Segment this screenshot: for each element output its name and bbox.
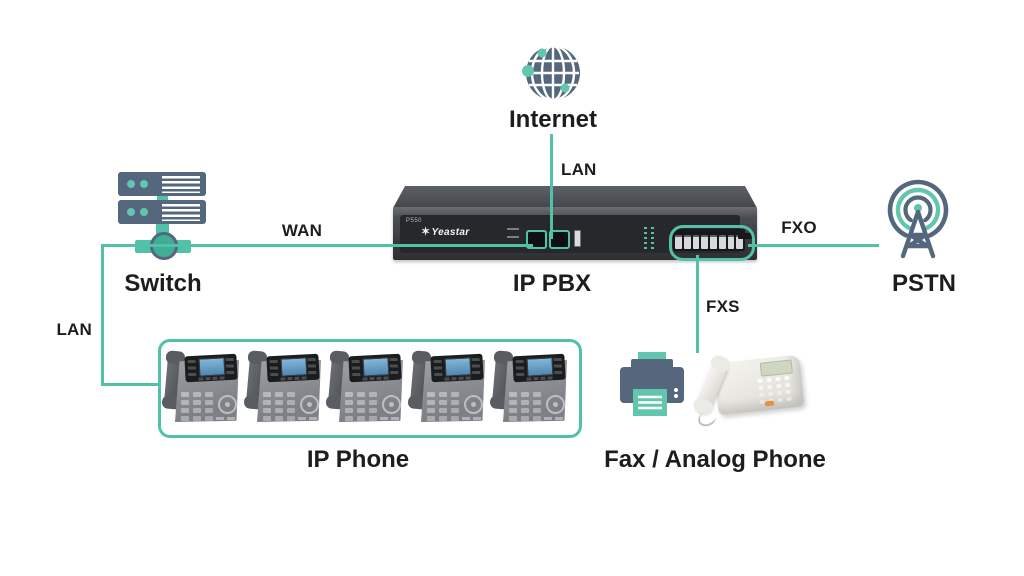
phone-keypad: [263, 392, 271, 397]
phone-nav-wheel: [218, 395, 237, 414]
phone-bottom-keys: [544, 417, 565, 420]
fxs-fxo-port-block: [673, 229, 745, 251]
link-label-lan-top: LAN: [561, 160, 597, 179]
yeastar-logo-star: ✶: [421, 226, 431, 238]
phone-nav-wheel: [382, 395, 401, 414]
ip-phone-icon: [162, 347, 244, 427]
rj11-port: [710, 235, 717, 249]
phone-screen: [362, 357, 390, 377]
phone-keypad: [509, 392, 517, 397]
ip-phone-icon: [408, 347, 490, 427]
phone-bottom-keys: [462, 417, 483, 420]
antenna-tower-icon: [876, 176, 960, 267]
phone-nav-wheel: [464, 395, 483, 414]
pstn-label: PSTN: [891, 270, 956, 297]
phone-softkeys: [362, 376, 391, 381]
phone-screen: [198, 357, 226, 377]
rj11-port: [701, 235, 708, 249]
analog-phone-display: [759, 359, 793, 377]
link-line-fxs: [696, 255, 699, 353]
phone-display-panel: [266, 353, 320, 383]
pbx-top-face: [393, 186, 757, 208]
pbx-label: IP PBX: [512, 270, 592, 297]
phone-display-panel: [512, 353, 566, 383]
phone-screen: [444, 357, 472, 377]
rj11-port: [736, 235, 743, 249]
led-dot: [127, 180, 135, 188]
led-column: [651, 227, 654, 250]
phone-bottom-keys: [298, 417, 319, 420]
link-label-fxo: FXO: [781, 218, 817, 237]
analog-phone-keypad: [757, 378, 763, 384]
link-line-lan-internet: [550, 134, 553, 239]
fax-icon: [616, 352, 688, 433]
led-dot: [127, 208, 135, 216]
rj11-port: [675, 235, 682, 249]
led-column: [644, 227, 647, 250]
phone-display-panel: [430, 353, 484, 383]
link-label-wan: WAN: [281, 221, 323, 240]
phone-nav-wheel: [546, 395, 565, 414]
rj11-port: [683, 235, 691, 249]
phone-softkeys: [198, 376, 227, 381]
ip-phone-label: IP Phone: [306, 446, 410, 473]
phone-softkeys: [444, 376, 473, 381]
fax-analog-label: Fax / Analog Phone: [604, 446, 826, 473]
port-label-marks: [507, 228, 519, 246]
ip-phone-group-box: [158, 339, 582, 438]
globe-icon-svg: [522, 44, 580, 102]
switch-connector: [157, 192, 168, 206]
ip-phone-icon: [326, 347, 408, 427]
rj11-port: [692, 235, 700, 249]
switch-label: Switch: [124, 270, 202, 297]
phone-softkeys: [280, 376, 309, 381]
pbx-cap-label: [738, 233, 752, 239]
phone-screen: [280, 357, 308, 377]
fax-icon-svg: [620, 352, 684, 416]
antenna-tower-svg: [887, 179, 949, 259]
pbx-device: P550 ✶Yeastar: [393, 186, 757, 261]
link-label-fxs: FXS: [706, 297, 740, 316]
ethernet-port-2: [549, 230, 570, 249]
phone-keypad: [427, 392, 435, 397]
ip-phone-icon: [490, 347, 572, 427]
phone-screen: [526, 357, 554, 377]
globe-icon: [520, 40, 586, 111]
led-dot: [140, 208, 148, 216]
link-line-lan-phones-horizontal: [101, 383, 161, 386]
rj11-port: [718, 235, 726, 249]
phone-display-panel: [184, 353, 238, 383]
ip-phone-icon: [244, 347, 326, 427]
analog-phone-orange-key: [764, 400, 775, 407]
phone-softkeys: [526, 376, 555, 381]
switch-unit-bottom: [118, 200, 206, 224]
analog-phone-icon: [693, 352, 805, 429]
link-line-wan: [101, 244, 533, 247]
yeastar-logo: ✶Yeastar: [421, 225, 469, 238]
vent-lines: [162, 204, 200, 221]
link-label-lan-left: LAN: [56, 320, 92, 339]
internet-label: Internet: [508, 106, 597, 133]
vent-lines: [162, 176, 200, 193]
pbx-model-text: P550: [406, 218, 423, 224]
phone-bottom-keys: [216, 417, 237, 420]
led-dot: [140, 180, 148, 188]
ip-phone-row: [162, 347, 574, 427]
link-line-lan-phones-vertical: [101, 244, 104, 386]
yeastar-logo-text: Yeastar: [431, 227, 470, 238]
phone-keypad: [345, 392, 353, 397]
phone-nav-wheel: [300, 395, 319, 414]
phone-display-panel: [348, 353, 402, 383]
phone-keypad: [181, 392, 189, 397]
switch-unit-top: [118, 172, 206, 196]
link-line-fxo: [748, 244, 879, 247]
rj11-port: [727, 235, 735, 249]
phone-bottom-keys: [380, 417, 401, 420]
network-switch-icon: [118, 172, 208, 266]
usb-port: [574, 230, 581, 247]
